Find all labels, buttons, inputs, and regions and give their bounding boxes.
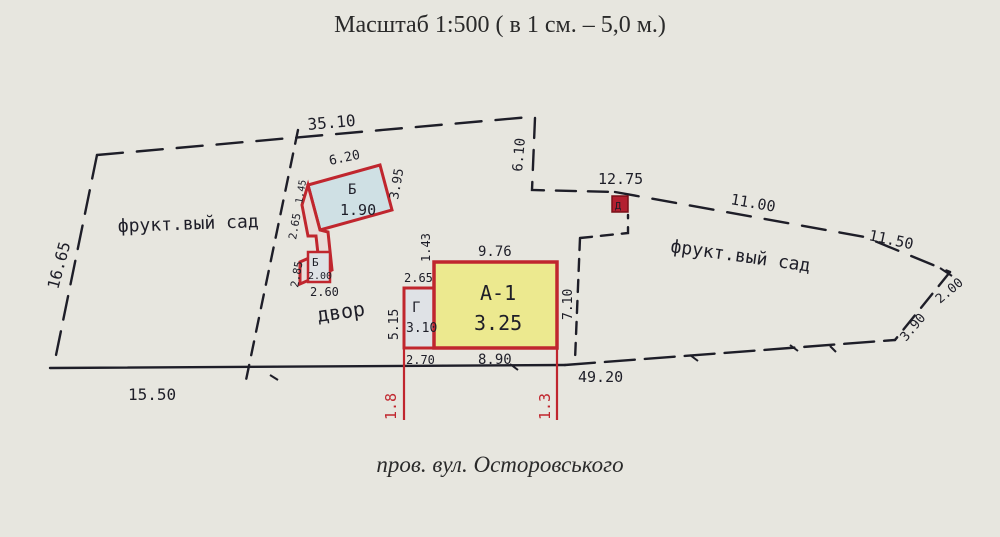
building-small-label: Б [312,256,319,269]
inner-fence-left [243,128,300,387]
building-g [402,286,436,350]
dim-top-right2: 11.50 [867,226,915,253]
dim-c-base: 2.70 [406,353,435,367]
dim-top-jog: 6.10 [510,137,529,172]
boundary-top-jog [530,116,617,194]
dim-top-right1: 11.00 [729,190,777,216]
boundary-bottom-left [48,363,567,370]
building-a1-name: А-1 [480,281,516,305]
dim-ext-depth3: 1.45 [294,179,309,205]
yard-label: двор [315,296,366,326]
building-small-height: 2.00 [308,271,332,282]
dim-b-depth: 3.95 [387,167,407,200]
building-a1 [432,260,559,350]
boundary-left-side [53,153,99,362]
dim-right-end2: 3.90 [898,311,930,345]
dim-bottom-right: 49.20 [578,368,623,386]
building-g-height: 3.10 [406,321,437,336]
boundary-top-right [613,190,952,274]
boundary-top-left [95,115,532,157]
scale-title: Масштаб 1:500 ( в 1 см. – 5,0 м.) [334,12,666,38]
dim-a1-depth-right: 7.10 [561,289,576,320]
building-d-label: Д [615,201,621,212]
dim-c-width: 2.65 [404,271,433,285]
dim-a1-depth-left: 5.15 [387,309,402,340]
inner-fence-right [573,213,630,362]
dim-top-left: 35.10 [307,111,357,134]
dim-right-end1: 2.00 [933,275,967,307]
dim-ext-width: 2.60 [310,285,339,299]
dim-a1-width: 9.76 [478,244,512,260]
building-d [611,195,629,213]
building-a1-height: 3.25 [474,311,522,335]
building-small [306,250,332,284]
garden-right-label: фрукт.вый сад [669,236,811,276]
dim-ext-depth2: 2.65 [286,212,303,240]
boundary-right-end [893,270,952,342]
dim-bottom-left: 15.50 [128,385,176,404]
dim-ext-depth1: 2.85 [288,260,305,288]
front-offset-lines [402,345,559,420]
dim-b-width: 6.20 [328,148,362,169]
building-b-name: Б [348,182,356,198]
building-b-height: 1.90 [340,201,376,219]
street-caption: пров. вул. Осторовського [376,452,624,477]
building-g-name: Г [412,300,420,316]
boundary-bottom-right [563,338,897,367]
garden-left-label-1: фрукт.вый сад [117,211,259,237]
dim-a1-base: 8.90 [478,352,512,368]
dim-front-right: 1.3 [536,393,554,420]
dim-front-left: 1.8 [382,393,400,420]
dim-c-top-offset: 1.43 [419,233,433,262]
tick-marks [269,267,953,381]
dim-top-mid: 12.75 [598,170,643,188]
